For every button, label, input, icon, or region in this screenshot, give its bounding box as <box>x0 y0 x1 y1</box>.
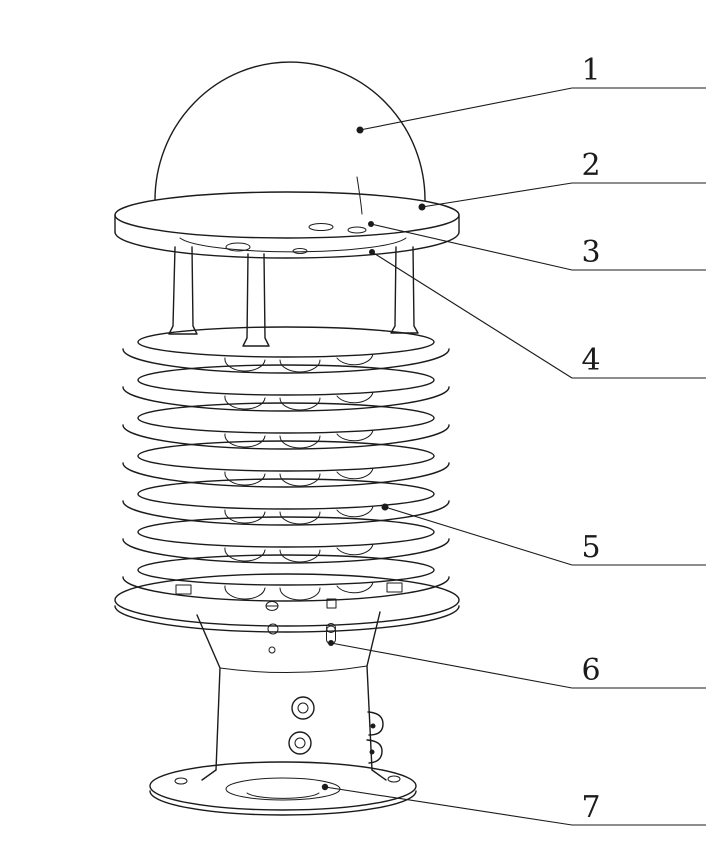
side-connector-upper <box>367 711 384 736</box>
louver-base-disc-thickness <box>114 605 460 633</box>
callout-leader-line <box>359 87 573 131</box>
callout-label: 5 <box>581 530 600 565</box>
callout-4: 4 <box>369 249 706 379</box>
panel-indicator-square <box>326 598 337 609</box>
louver-plate <box>122 364 450 412</box>
panel-led <box>267 623 279 635</box>
plate-slot <box>347 226 367 234</box>
body-seam <box>219 665 368 674</box>
panel-toggle-knob <box>326 623 336 633</box>
sensor-body <box>196 598 387 781</box>
louver-plate <box>122 554 450 602</box>
callout-leader-line <box>371 251 573 379</box>
support-posts <box>168 246 419 347</box>
panel-led-small <box>268 646 276 654</box>
callout-1: 1 <box>356 53 706 134</box>
plate-slot <box>308 223 334 231</box>
callout-7: 7 <box>321 783 706 826</box>
plate-slot <box>225 242 251 252</box>
disc-bracket-left <box>175 584 192 595</box>
callout-3: 3 <box>368 221 706 271</box>
side-connectors <box>366 711 384 764</box>
collar-underside <box>179 223 407 254</box>
flange-outer-rim <box>149 761 417 811</box>
support-post-left <box>168 246 198 335</box>
callout-6: 6 <box>328 640 706 689</box>
louver-stack <box>114 326 460 633</box>
collar-top-rim <box>114 191 460 239</box>
callout-leader-line <box>384 506 573 566</box>
body-base-flare <box>201 769 387 781</box>
port-upper-inner <box>297 702 309 714</box>
louver-plate <box>122 402 450 450</box>
port-upper-outer <box>291 696 315 720</box>
callout-5: 5 <box>381 503 706 566</box>
callout-leader-line <box>330 642 573 689</box>
collar-bottom-rim <box>114 231 460 259</box>
louver-plate <box>122 516 450 564</box>
callout-label: 2 <box>581 148 600 183</box>
base-bolt-right <box>387 775 401 783</box>
port-lower-inner <box>294 737 306 749</box>
callout-label: 7 <box>581 790 600 825</box>
port-lower-outer <box>288 731 312 755</box>
front-panel <box>265 598 337 654</box>
callout-label: 3 <box>581 235 600 270</box>
ports <box>288 696 315 755</box>
body-right-edge <box>366 611 381 771</box>
callout-label: 4 <box>581 343 600 378</box>
callout-label: 6 <box>581 653 600 688</box>
plate-slot <box>292 248 308 254</box>
louver-plate <box>122 478 450 526</box>
device-drawing <box>114 61 460 816</box>
disc-bracket-right <box>386 582 403 593</box>
body-left-edge <box>196 614 221 771</box>
louver-plate <box>122 440 450 488</box>
support-post-middle <box>242 253 270 347</box>
callout-leader-line <box>370 223 573 271</box>
base-inner-arc <box>246 792 320 799</box>
base-flange <box>149 761 417 816</box>
support-post-right <box>390 246 419 334</box>
callouts: 1 2 3 4 5 <box>321 53 706 826</box>
base-bolt-left <box>174 777 188 785</box>
side-connector-lower-pin <box>369 749 375 755</box>
callout-leader-line <box>324 786 573 826</box>
side-connector-upper-pin <box>370 723 376 729</box>
dome-seam <box>356 176 363 215</box>
louver-base-disc <box>114 573 460 627</box>
dome <box>154 61 426 201</box>
flange-thickness <box>149 790 417 816</box>
mounting-collar <box>114 191 460 259</box>
callout-leader-line <box>421 182 573 208</box>
side-connector-lower <box>366 739 383 764</box>
callout-label: 1 <box>581 53 600 88</box>
callout-2: 2 <box>418 148 706 211</box>
